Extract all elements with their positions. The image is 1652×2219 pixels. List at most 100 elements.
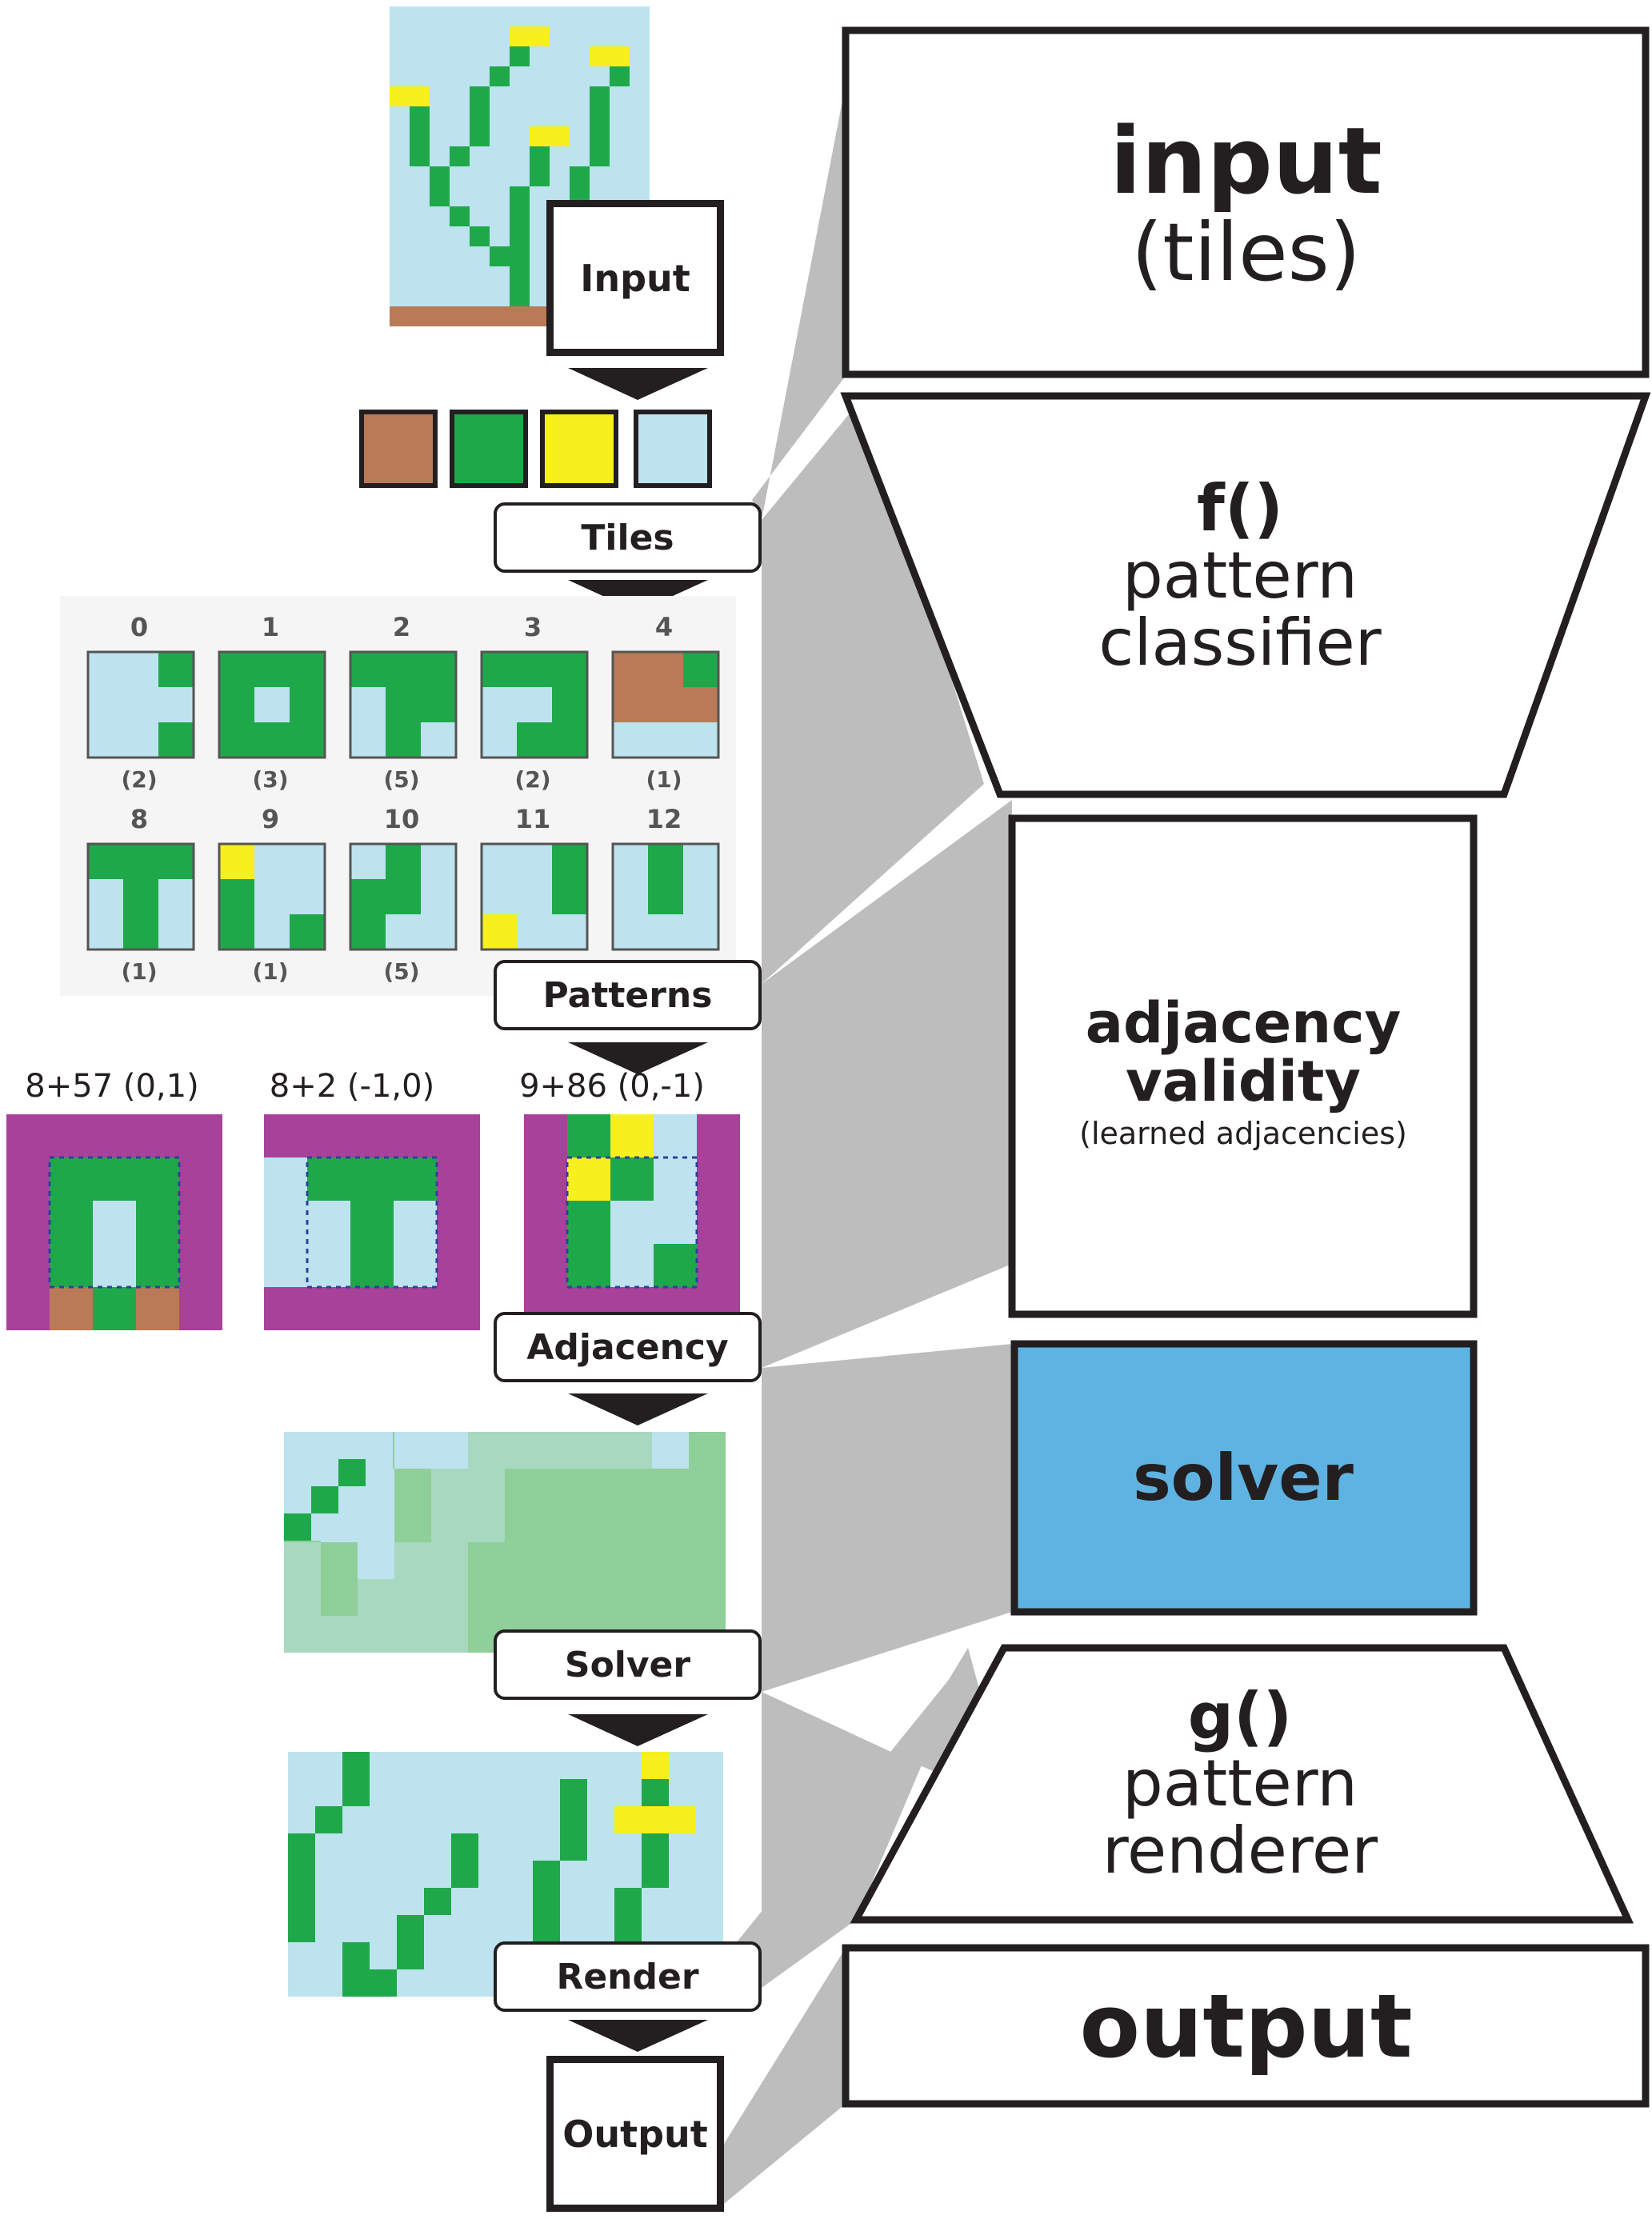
solver-cell [689, 1432, 726, 1469]
render-pixel [669, 1915, 696, 1942]
adjacency-pixel [394, 1201, 437, 1244]
input-image-pixel [510, 306, 530, 326]
stage-output-box: Output [546, 2056, 724, 2212]
render-pixel [533, 1806, 560, 1833]
solver-cell [578, 1542, 615, 1579]
input-image-pixel [450, 166, 470, 186]
pattern-id: 12 [646, 804, 682, 834]
render-pixel [533, 1752, 560, 1779]
adjacency-pixel [697, 1244, 740, 1287]
input-image-pixel [630, 126, 650, 146]
pattern-tile-pixel [552, 687, 587, 722]
input-image-pixel [390, 306, 410, 326]
input-image-pixel [450, 26, 470, 46]
adjacency-pixel [654, 1244, 697, 1287]
stage-solver-pill: Solver [494, 1629, 762, 1700]
input-image-pixel [470, 246, 490, 266]
input-image-pixel [610, 166, 630, 186]
pattern-tile-pixel [219, 722, 254, 758]
input-image-pixel [590, 146, 610, 166]
adjacency-pixel [307, 1114, 350, 1157]
pattern-tile-pixel [552, 844, 587, 879]
pattern-tile-pixel [158, 652, 194, 687]
pattern-tile-pixel [386, 914, 421, 950]
renderer-panel-shape [850, 1644, 1634, 1924]
render-pixel [614, 1888, 642, 1915]
render-pixel [669, 1752, 696, 1779]
render-pixel [288, 1888, 315, 1915]
adjacency-pixel [50, 1244, 93, 1287]
input-panel-box [842, 26, 1650, 378]
render-pixel [587, 1861, 614, 1888]
render-pixel [642, 1833, 669, 1861]
solver-resolved-pixel [366, 1432, 393, 1459]
render-pixel [370, 1888, 397, 1915]
adjacency-pixel [350, 1114, 394, 1157]
output-panel-box [842, 1944, 1650, 2108]
input-image-pixel [450, 266, 470, 286]
input-image-pixel [450, 286, 470, 306]
adjacency-pixel [654, 1157, 697, 1201]
adjacency-pixel [437, 1201, 480, 1244]
solver-cell [468, 1432, 505, 1469]
pattern-tile-pixel [219, 652, 254, 687]
pattern-tile-pixel [552, 722, 587, 758]
pattern-tile-pixel [290, 687, 325, 722]
input-image-pixel [490, 26, 510, 46]
solver-cell [505, 1579, 542, 1616]
solver-panel-box [1010, 1340, 1478, 1616]
input-image-pixel [530, 26, 550, 46]
pattern-tile-pixel [290, 844, 325, 879]
render-pixel [587, 1779, 614, 1806]
solver-cell [615, 1579, 652, 1616]
render-pixel [478, 1752, 506, 1779]
render-pixel [587, 1752, 614, 1779]
input-image-pixel [530, 126, 550, 146]
pattern-tile-pixel [683, 914, 718, 950]
adjacency-pixel [50, 1114, 93, 1157]
render-pixel [587, 1915, 614, 1942]
pattern-tile-pixel [219, 687, 254, 722]
render-pixel [397, 1969, 424, 1997]
solver-cell [652, 1579, 689, 1616]
input-image-pixel [450, 146, 470, 166]
render-pixel [315, 1969, 342, 1997]
input-image-pixel [530, 186, 550, 206]
input-image-pixel [430, 266, 450, 286]
pattern-tile-border [480, 842, 589, 951]
classifier-panel-text: f() pattern classifier [920, 456, 1560, 696]
input-image-pixel [630, 26, 650, 46]
pattern-tile-pixel [683, 844, 718, 879]
render-pixel [478, 1806, 506, 1833]
pattern-tile-border [611, 650, 720, 759]
input-image-pixel [430, 226, 450, 246]
adjacency-window-outline [306, 1156, 438, 1289]
adjacency-pixel [179, 1114, 222, 1157]
render-pixel [424, 1942, 451, 1969]
input-image-pixel [590, 106, 610, 126]
render-pixel [560, 1779, 587, 1806]
adjacency-pixel [50, 1201, 93, 1244]
render-pixel [315, 1861, 342, 1888]
adjacency-pixel [136, 1201, 179, 1244]
adjacency-pixel [264, 1114, 307, 1157]
render-pixel [451, 1833, 478, 1861]
render-pixel [397, 1888, 424, 1915]
render-pixel [342, 1752, 370, 1779]
solver-cell [394, 1542, 431, 1579]
pattern-tile-pixel [123, 652, 158, 687]
render-pixel [669, 1888, 696, 1915]
solver-cell [468, 1579, 505, 1616]
input-image-pixel [430, 146, 450, 166]
render-pixel [451, 1779, 478, 1806]
input-image-pixel [450, 306, 470, 326]
input-image-pixel [430, 66, 450, 86]
render-pixel [614, 1806, 642, 1833]
solver-resolved-pixel [284, 1486, 311, 1513]
solver-panel-text: solver [1133, 1441, 1354, 1515]
pattern-tile-pixel [219, 879, 254, 914]
pattern-id: 8 [130, 804, 149, 834]
solver-cell [431, 1542, 468, 1579]
solver-cell [652, 1542, 689, 1579]
